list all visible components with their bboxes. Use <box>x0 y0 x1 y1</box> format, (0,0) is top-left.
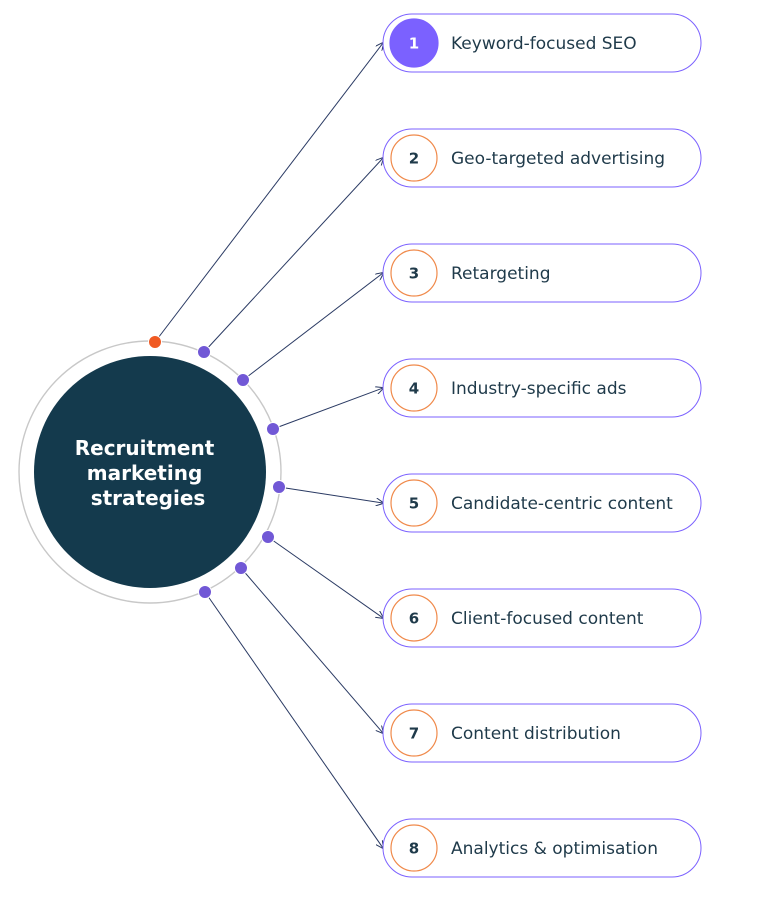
hub-title-line-2: marketing <box>87 461 203 485</box>
step-number-badge <box>390 824 438 872</box>
step-number: 3 <box>409 265 419 283</box>
strategy-pill <box>382 243 702 303</box>
step-number: 4 <box>409 380 419 398</box>
strategy-item-4: 4 Industry-specific ads <box>382 358 702 418</box>
step-number: 7 <box>409 725 419 743</box>
strategy-item-7: 7 Content distribution <box>382 703 702 763</box>
step-label: Industry-specific ads <box>451 379 627 399</box>
step-number: 5 <box>409 495 419 513</box>
connector-dot-1 <box>148 335 162 349</box>
strategy-pill <box>382 128 702 188</box>
step-label: Analytics & optimisation <box>451 839 658 859</box>
connector-line-1 <box>154 43 383 343</box>
strategy-item-3: 3 Retargeting <box>382 243 702 303</box>
step-number: 8 <box>409 840 419 858</box>
strategy-pill <box>382 588 702 648</box>
step-number-badge <box>390 594 438 642</box>
connector-dot-3 <box>236 373 250 387</box>
connector-dots <box>148 335 286 599</box>
strategy-item-8: 8 Analytics & optimisation <box>382 818 702 878</box>
step-number-badge <box>390 134 438 182</box>
connector-line-3 <box>242 273 383 381</box>
hub-title-line-1: Recruitment <box>75 436 215 460</box>
connector-dot-4 <box>266 422 280 436</box>
step-label: Client-focused content <box>451 609 644 629</box>
step-label: Retargeting <box>451 264 551 284</box>
step-label: Content distribution <box>451 724 621 744</box>
strategy-item-1: 1 Keyword-focused SEO <box>382 13 702 73</box>
strategy-pill <box>382 358 702 418</box>
connector-dot-8 <box>198 585 212 599</box>
strategy-pill <box>382 473 702 533</box>
step-number-badge <box>389 18 439 68</box>
strategy-pill <box>382 13 702 73</box>
step-number-badge <box>390 709 438 757</box>
connector-dot-7 <box>234 561 248 575</box>
connector-line-5 <box>278 486 383 503</box>
hub-title: Recruitment marketing strategies <box>75 436 222 510</box>
step-number: 6 <box>409 610 419 628</box>
hub-title-line-3: strategies <box>91 486 206 510</box>
connector-dot-6 <box>261 530 275 544</box>
step-number-badge <box>390 364 438 412</box>
step-number-badge <box>390 249 438 297</box>
strategy-item-2: 2 Geo-targeted advertising <box>382 128 702 188</box>
connector-line-7 <box>240 567 383 733</box>
strategy-pill <box>382 703 702 763</box>
step-label: Geo-targeted advertising <box>451 149 665 169</box>
hub-circle <box>34 356 266 588</box>
strategy-list: 1 Keyword-focused SEO 2 Geo-targeted advert… <box>382 13 702 878</box>
connector-dot-2 <box>197 345 211 359</box>
strategy-pill <box>382 818 702 878</box>
strategy-item-6: 6 Client-focused content <box>382 588 702 648</box>
connector-line-2 <box>203 158 383 353</box>
connector-line-8 <box>204 591 383 848</box>
connector-line-6 <box>267 536 383 618</box>
step-number: 2 <box>409 150 419 168</box>
connector-dot-5 <box>272 480 286 494</box>
step-number: 1 <box>409 35 419 53</box>
connector-line-4 <box>272 388 383 430</box>
step-label: Candidate-centric content <box>451 494 673 514</box>
step-number-badge <box>390 479 438 527</box>
strategy-item-5: 5 Candidate-centric content <box>382 473 702 533</box>
connector-lines <box>154 43 383 848</box>
step-label: Keyword-focused SEO <box>451 34 637 54</box>
